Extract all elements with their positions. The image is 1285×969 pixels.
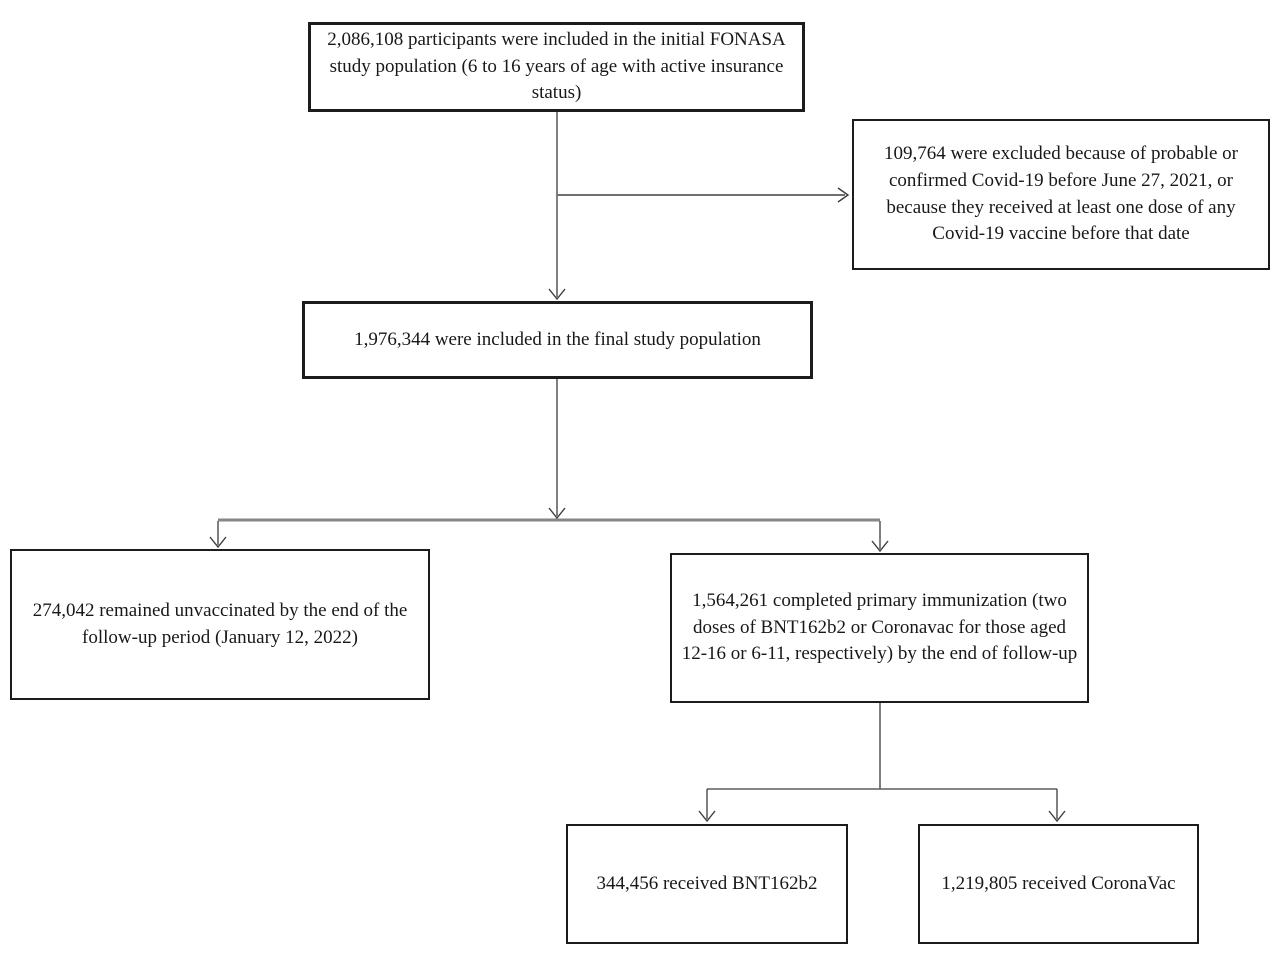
bnt162b2-text: 344,456 received BNT162b2 — [596, 872, 818, 894]
flow-box-unvaccinated: 274,042 remained unvaccinated by the end… — [10, 549, 430, 700]
arrowhead-down-unvaccinated — [209, 536, 227, 549]
flow-box-excluded: 109,764 were excluded because of probabl… — [852, 119, 1270, 270]
primary-immunization-text: 1,564,261 completed primary immunization… — [681, 590, 1078, 665]
flow-box-coronavac: 1,219,805 received CoronaVac — [918, 824, 1199, 944]
flow-box-bnt162b2: 344,456 received BNT162b2 — [566, 824, 848, 944]
initial-population-text: 2,086,108 participants were included in … — [327, 29, 786, 104]
excluded-text: 109,764 were excluded because of probabl… — [884, 143, 1238, 245]
arrowhead-down-split — [548, 507, 566, 520]
arrowhead-down-final — [548, 288, 566, 301]
unvaccinated-text: 274,042 remained unvaccinated by the end… — [32, 599, 408, 648]
arrowhead-down-coronavac — [1048, 810, 1066, 823]
arrowhead-right-excluded — [837, 187, 850, 203]
flow-box-final-population: 1,976,344 were included in the final stu… — [302, 301, 813, 379]
arrowhead-down-immunized — [871, 540, 889, 553]
arrowhead-down-bnt162b2 — [698, 810, 716, 823]
coronavac-text: 1,219,805 received CoronaVac — [941, 872, 1176, 894]
final-population-text: 1,976,344 were included in the final stu… — [354, 328, 761, 350]
flow-box-initial-population: 2,086,108 participants were included in … — [308, 22, 805, 112]
flow-box-primary-immunization: 1,564,261 completed primary immunization… — [670, 553, 1089, 703]
